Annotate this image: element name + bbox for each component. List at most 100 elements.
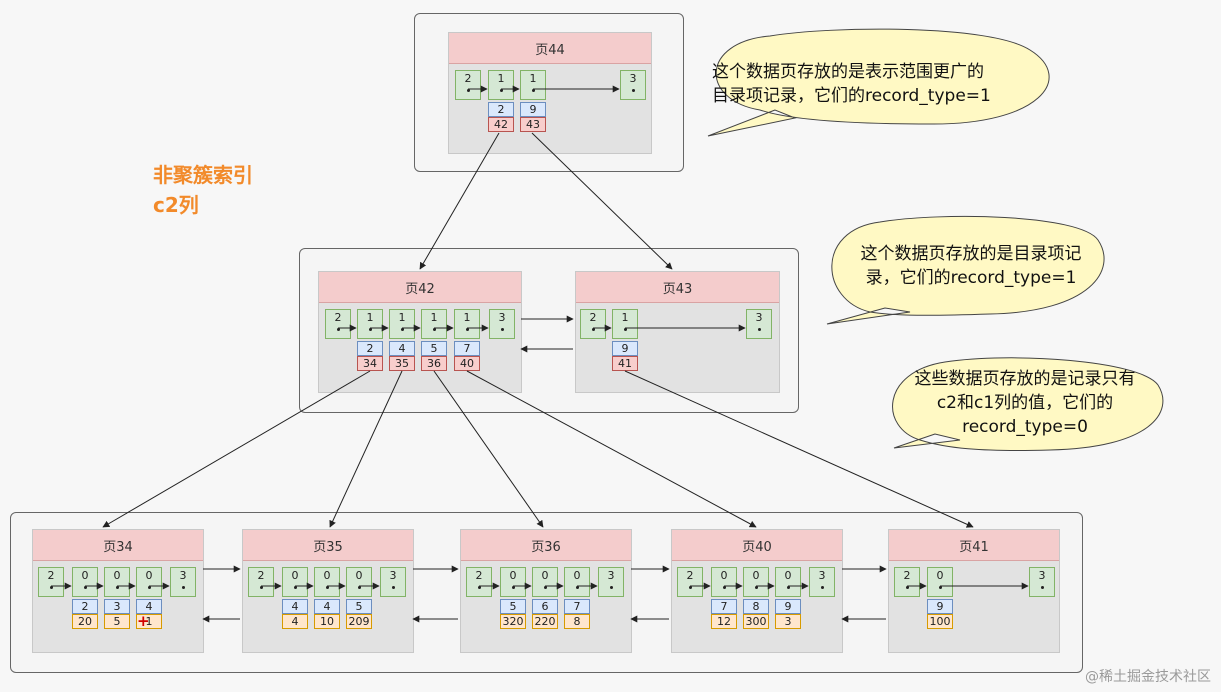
record-type: 0 [752, 569, 760, 582]
record-key: 4 [389, 341, 415, 356]
record-type: 3 [629, 72, 637, 85]
next-pointer-dot [116, 586, 119, 589]
record-type: 1 [463, 311, 471, 324]
index-title-line2: c2列 [153, 193, 199, 217]
next-pointer-dot [294, 586, 297, 589]
bubble-root-line2: 目录项记录，它们的record_type=1 [712, 86, 991, 106]
next-pointer-dot [723, 586, 726, 589]
page-header: 页35 [243, 530, 413, 561]
next-pointer-dot [326, 586, 329, 589]
record: 1 [421, 309, 447, 339]
record-primary-key: 4 [282, 614, 308, 629]
record-type: 0 [573, 569, 581, 582]
record: 1 [357, 309, 383, 339]
next-pointer-dot [821, 586, 824, 589]
record: 1 [612, 309, 638, 339]
next-pointer-dot [182, 586, 185, 589]
record-type: 2 [589, 311, 597, 324]
next-pointer-dot [467, 89, 470, 92]
record: 1 [389, 309, 415, 339]
record-page-pointer: 43 [520, 117, 546, 132]
record: 2 [466, 567, 492, 597]
next-pointer-dot [939, 586, 942, 589]
bubble-middle-line1: 这个数据页存放的是目录项记 [860, 244, 1082, 264]
record-key: 2 [357, 341, 383, 356]
page-header: 页42 [319, 272, 521, 303]
record-type: 2 [257, 569, 265, 582]
index-title-line1: 非聚簇索引 [153, 163, 253, 187]
record-page-pointer: 35 [389, 356, 415, 371]
record-type: 0 [113, 569, 121, 582]
speech-bubble-middle [826, 215, 1105, 325]
record: 3 [598, 567, 624, 597]
record-type: 2 [686, 569, 694, 582]
record-primary-key: 8 [564, 614, 590, 629]
next-pointer-dot [501, 328, 504, 331]
record-primary-key: 5 [104, 614, 130, 629]
bubble-leaf-line1: 这些数据页存放的是记录只有 [914, 369, 1136, 389]
record-primary-key: 10 [314, 614, 340, 629]
record-type: 0 [509, 569, 517, 582]
next-pointer-dot [544, 586, 547, 589]
record: 0 [927, 567, 953, 597]
next-pointer-dot [466, 328, 469, 331]
bubble-leaf-text: 这些数据页存放的是记录只有 c2和c1列的值，它们的 record_type=0 [890, 367, 1160, 439]
page-header: 页41 [889, 530, 1059, 561]
record: 0 [282, 567, 308, 597]
record-primary-key: 209 [346, 614, 372, 629]
speech-bubble-root [707, 28, 1050, 137]
record-key: 5 [421, 341, 447, 356]
record: 0 [314, 567, 340, 597]
record-type: 1 [366, 311, 374, 324]
bubble-leaf-line2: c2和c1列的值，它们的 [936, 393, 1114, 413]
next-pointer-dot [532, 89, 535, 92]
next-pointer-dot [337, 328, 340, 331]
next-pointer-dot [369, 328, 372, 331]
record-type: 0 [541, 569, 549, 582]
next-pointer-dot [433, 328, 436, 331]
record-key: 4 [282, 599, 308, 614]
next-pointer-dot [1041, 586, 1044, 589]
record-type: 0 [784, 569, 792, 582]
next-pointer-dot [148, 586, 151, 589]
record: 1 [520, 70, 546, 100]
next-pointer-dot [478, 586, 481, 589]
page-header: 页44 [449, 33, 651, 64]
next-pointer-dot [689, 586, 692, 589]
next-pointer-dot [401, 328, 404, 331]
record: 2 [38, 567, 64, 597]
record-primary-key: 100 [927, 614, 953, 629]
record-primary-key: 300 [743, 614, 769, 629]
page-header: 页36 [461, 530, 631, 561]
record-type: 1 [621, 311, 629, 324]
page-header: 页40 [672, 530, 842, 561]
record: 3 [746, 309, 772, 339]
record-type: 1 [497, 72, 505, 85]
next-pointer-dot [576, 586, 579, 589]
bubble-leaf-line3: record_type=0 [962, 417, 1088, 437]
record: 2 [677, 567, 703, 597]
record-page-pointer: 42 [488, 117, 514, 132]
next-pointer-dot [906, 586, 909, 589]
record: 0 [743, 567, 769, 597]
page-header: 页34 [33, 530, 203, 561]
record: 0 [532, 567, 558, 597]
record-primary-key: 320 [500, 614, 526, 629]
record-key: 8 [743, 599, 769, 614]
record-type: 0 [936, 569, 944, 582]
record-key: 7 [454, 341, 480, 356]
record-key: 9 [520, 102, 546, 117]
record: 0 [104, 567, 130, 597]
record: 0 [72, 567, 98, 597]
record-type: 1 [529, 72, 537, 85]
record: 2 [325, 309, 351, 339]
record-key: 4 [136, 599, 162, 614]
record-type: 0 [145, 569, 153, 582]
record-type: 3 [607, 569, 615, 582]
record-type: 1 [430, 311, 438, 324]
record-type: 0 [291, 569, 299, 582]
record-key: 4 [314, 599, 340, 614]
record-type: 2 [475, 569, 483, 582]
record-page-pointer: 41 [612, 356, 638, 371]
